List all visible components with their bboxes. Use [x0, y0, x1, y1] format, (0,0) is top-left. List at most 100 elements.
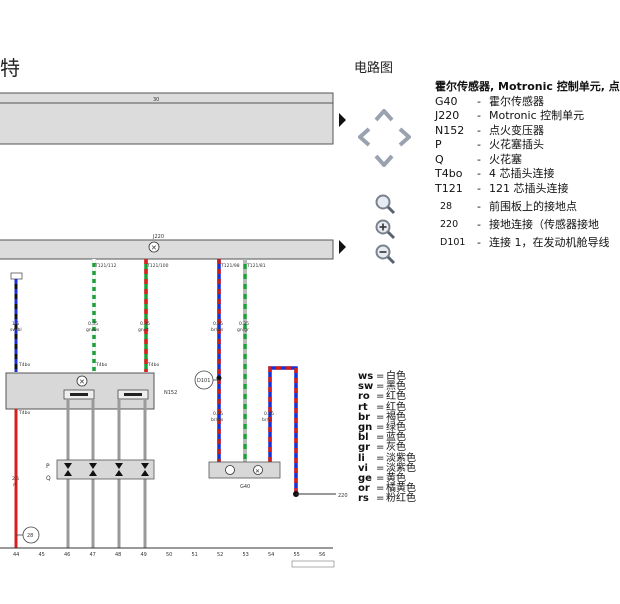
legend-item: G40-霍尔传感器 — [435, 95, 610, 110]
connector-label: T121/81 — [246, 263, 266, 269]
wire-color-item: rt =红色 — [358, 401, 416, 413]
legend-item: T121-121 芯插头连接 — [435, 182, 610, 197]
bottom-number: 44 — [13, 552, 19, 558]
wire-color-item-n: 灰色 — [386, 442, 406, 454]
bottom-number: 47 — [90, 552, 96, 558]
bottom-number: 50 — [166, 552, 172, 558]
legend-point-desc: 接地连接（传感器接地 — [489, 218, 599, 231]
legend-item: Q -火花塞 — [435, 153, 610, 168]
wire-color-item: bl=蓝色 — [358, 433, 416, 443]
chevron-right-icon — [398, 127, 411, 147]
legend-item-code: Q — [435, 152, 444, 166]
n152-coil-2-core — [124, 393, 142, 396]
chevron-down-icon — [374, 154, 394, 167]
wire-color-item-n: 橘黄色 — [386, 483, 416, 495]
wire-color-item-e: = — [376, 411, 385, 423]
page-title: 特 — [0, 56, 21, 80]
zoom-fit-button[interactable] — [373, 192, 397, 216]
pan-up-button[interactable] — [372, 104, 396, 126]
connector-label: T4bo — [147, 362, 159, 368]
wire-color-item: li=淡紫色 — [358, 452, 416, 464]
wire-label: br/ws — [211, 327, 224, 333]
bottom-number: 51 — [192, 552, 198, 558]
wire-color-item-c: ws — [358, 371, 374, 382]
connector-label: T121/98 — [220, 263, 240, 269]
n152-label: N152 — [164, 390, 177, 396]
legend-item-code: G40 — [435, 94, 458, 108]
wire-color-item-c: ro — [358, 391, 370, 403]
wire-color-item-n: 黄色 — [386, 473, 406, 485]
wire-color-item-e: = — [376, 401, 385, 413]
p-label: P — [46, 463, 50, 470]
pan-down-button[interactable] — [372, 150, 396, 172]
pointer-arrow-mid — [339, 240, 346, 254]
wire-color-item-n: 粉红色 — [386, 493, 416, 505]
pan-left-button[interactable] — [352, 126, 376, 148]
wire-color-item-e: = — [376, 473, 385, 485]
legend-point-desc: 连接 1，在发动机舱导线 — [489, 236, 610, 249]
wire-color-item-e: = — [376, 381, 385, 393]
wire-annotations: 1.5 sw/bl 0.35 gn/ws 0.35 gn/rt 0.35 br/… — [10, 263, 274, 488]
wire-color-item-n: 白色 — [386, 371, 406, 382]
j220-symbol — [148, 241, 160, 253]
circuit-diagram: 30 J220 ✕ 220 D101 ✕ N152 P Q — [0, 92, 348, 568]
wire-color-item-e: = — [376, 493, 385, 505]
zoom-in-button[interactable] — [373, 217, 397, 241]
legend-item-desc: 点火变压器 — [489, 123, 544, 137]
wire-color-item: gn=绿色 — [358, 422, 416, 434]
wire-color-item-c: rt — [358, 401, 368, 413]
chevron-left-icon — [358, 127, 371, 147]
connector-label: T4bo — [95, 362, 107, 368]
wire-color-item-c: rs — [358, 493, 369, 505]
zoom-out-button[interactable] — [373, 242, 397, 266]
legend-item-dash: - — [477, 152, 481, 166]
top-bus-label: 30 — [153, 97, 159, 103]
wire-color-item-n: 红色 — [386, 401, 406, 413]
j220-label: J220 — [152, 234, 164, 240]
wire-color-item-c: bl — [358, 432, 369, 444]
wire-color-item-n: 绿色 — [386, 422, 406, 434]
g40-symbol-b — [253, 465, 263, 475]
wire-color-item: vi=淡紫色 — [358, 463, 416, 474]
zoom-in-icon — [375, 219, 396, 240]
fuse-box — [10, 272, 23, 280]
legend-heading: 霍尔传感器, Motronic 控制单元, 点 — [435, 80, 620, 93]
legend-item-code: T121 — [435, 181, 463, 195]
legend-item-desc: 火花塞插头 — [489, 138, 544, 151]
j220-symbol-glyph: ✕ — [151, 244, 157, 252]
wire-label: 0.35 — [140, 321, 150, 327]
wire-color-item-c: sw — [358, 381, 374, 393]
legend-point-code: 220 — [440, 219, 459, 230]
nav-title: 电路图 — [354, 61, 394, 76]
pan-right-button[interactable] — [393, 126, 417, 148]
page-ref-box — [291, 560, 335, 568]
legend-item-desc: 火花塞 — [489, 152, 522, 166]
g40-symbol-glyph: ✕ — [255, 468, 260, 475]
wire-label: br/vi — [262, 417, 272, 423]
wire-color-item-c: li — [358, 452, 365, 464]
connector-label: T121/100 — [146, 263, 169, 269]
wire-color-item: rs =粉红色 — [358, 494, 416, 504]
legend-item-desc: 4 芯插头连接 — [489, 167, 555, 180]
g40-label: G40 — [240, 484, 250, 490]
wire-label: sw/bl — [10, 327, 22, 333]
bottom-number: 48 — [115, 552, 121, 558]
wire-color-item: sw=黑色 — [358, 381, 416, 393]
legend-point: D101-连接 1，在发动机舱导线 — [435, 234, 610, 252]
legend-point-code: 28 — [440, 201, 453, 212]
connector-label: T4bo — [18, 362, 30, 368]
wire-label: gn/gr — [237, 327, 249, 333]
wire-color-item-e: = — [376, 432, 385, 444]
wire-color-item-c: gn — [358, 422, 373, 434]
j220-unit-bar — [0, 239, 334, 260]
wire-color-item-c: ge — [358, 473, 372, 485]
legend-item-code: T4bo — [435, 167, 463, 180]
wire-7-stripe — [268, 366, 298, 493]
wire-color-item-n: 黑色 — [386, 381, 406, 393]
n152-symbol-glyph: ✕ — [79, 378, 85, 386]
legend-item-desc: 霍尔传感器 — [489, 94, 544, 108]
legend-point-desc: 前围板上的接地点 — [489, 200, 577, 213]
connector-label: T121/112 — [94, 263, 117, 269]
